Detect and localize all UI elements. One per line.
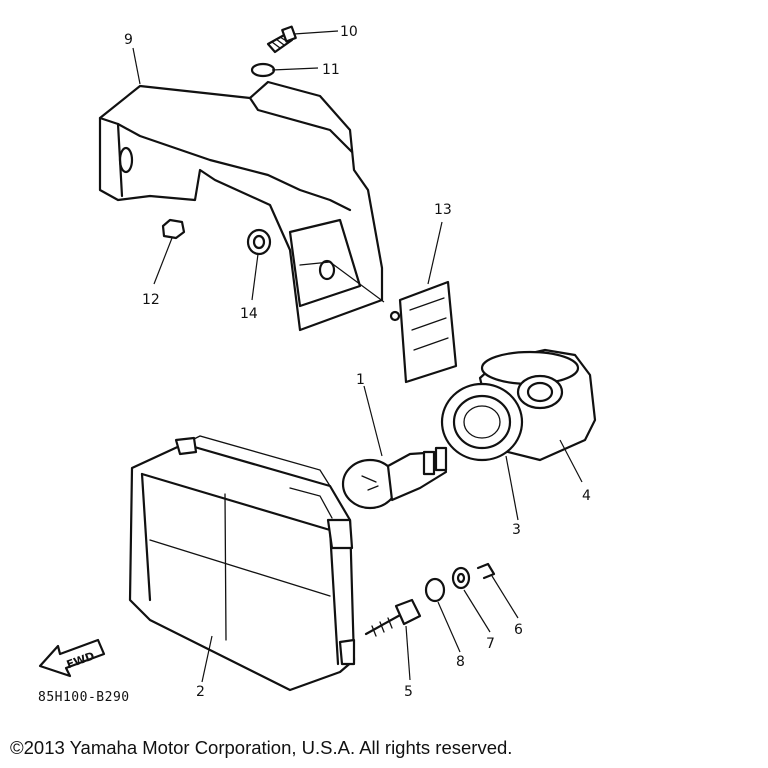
part-label-13: 13 (434, 202, 452, 218)
washer-7 (451, 566, 471, 590)
bulb-1 (341, 446, 448, 510)
copyright-notice: ©2013 Yamaha Motor Corporation, U.S.A. A… (10, 737, 513, 758)
part-label-5: 5 (404, 684, 413, 700)
reflector-13 (389, 280, 458, 384)
part-label-9: 9 (124, 32, 133, 48)
leader-lines (132, 30, 583, 683)
headlight-cover (98, 80, 384, 332)
part-label-4: 4 (582, 488, 591, 504)
part-label-8: 8 (456, 654, 465, 670)
part-label-10: 10 (340, 24, 358, 40)
part-label-12: 12 (142, 292, 160, 308)
screw-10 (266, 25, 297, 54)
part-label-2: 2 (196, 684, 205, 700)
part-number-labels: 9 10 11 12 14 13 1 4 3 6 7 8 5 2 (124, 24, 591, 700)
drawing-code: 85H100-B290 (38, 690, 130, 705)
adjusting-screw-5 (364, 598, 422, 637)
grommet-14 (246, 228, 272, 256)
part-label-1: 1 (356, 372, 365, 388)
part-label-3: 3 (512, 522, 521, 538)
grommet-12 (161, 218, 186, 240)
headlight-unit-2 (128, 435, 356, 692)
part-label-14: 14 (240, 306, 258, 322)
part-label-7: 7 (486, 636, 495, 652)
headlight-exploded-diagram: FWD 9 10 11 12 14 13 1 4 3 6 7 8 5 2 (38, 24, 597, 700)
bulb-socket-ring-3 (440, 382, 524, 462)
spring-8 (424, 577, 446, 603)
clip-6 (476, 562, 496, 580)
washer-11 (250, 62, 276, 78)
fwd-arrow-icon: FWD (38, 638, 106, 678)
part-label-11: 11 (322, 62, 340, 78)
part-label-6: 6 (514, 622, 523, 638)
